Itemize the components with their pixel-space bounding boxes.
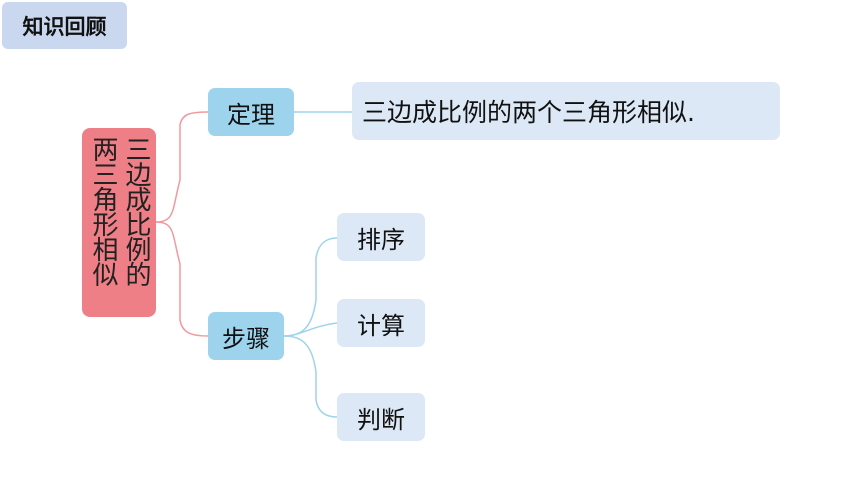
root-text-col2: 两三角形相似 [88,136,118,286]
steps-node: 步骤 [208,312,284,360]
link-root-theorem [155,111,209,223]
link-steps-1 [283,237,338,337]
root-text-col1: 三边成比例的 [121,136,151,286]
link-steps-2 [283,322,338,337]
step-item-compute: 计算 [337,299,425,347]
step-item-judge: 判断 [337,393,425,441]
section-tag: 知识回顾 [2,2,127,49]
link-steps-3 [283,335,338,418]
step-item-sort: 排序 [337,213,425,261]
root-node: 三边成比例的 两三角形相似 [82,128,156,317]
link-root-steps [155,221,209,337]
theorem-node: 定理 [208,88,294,136]
theorem-content-node: 三边成比例的两个三角形相似. [352,82,780,140]
